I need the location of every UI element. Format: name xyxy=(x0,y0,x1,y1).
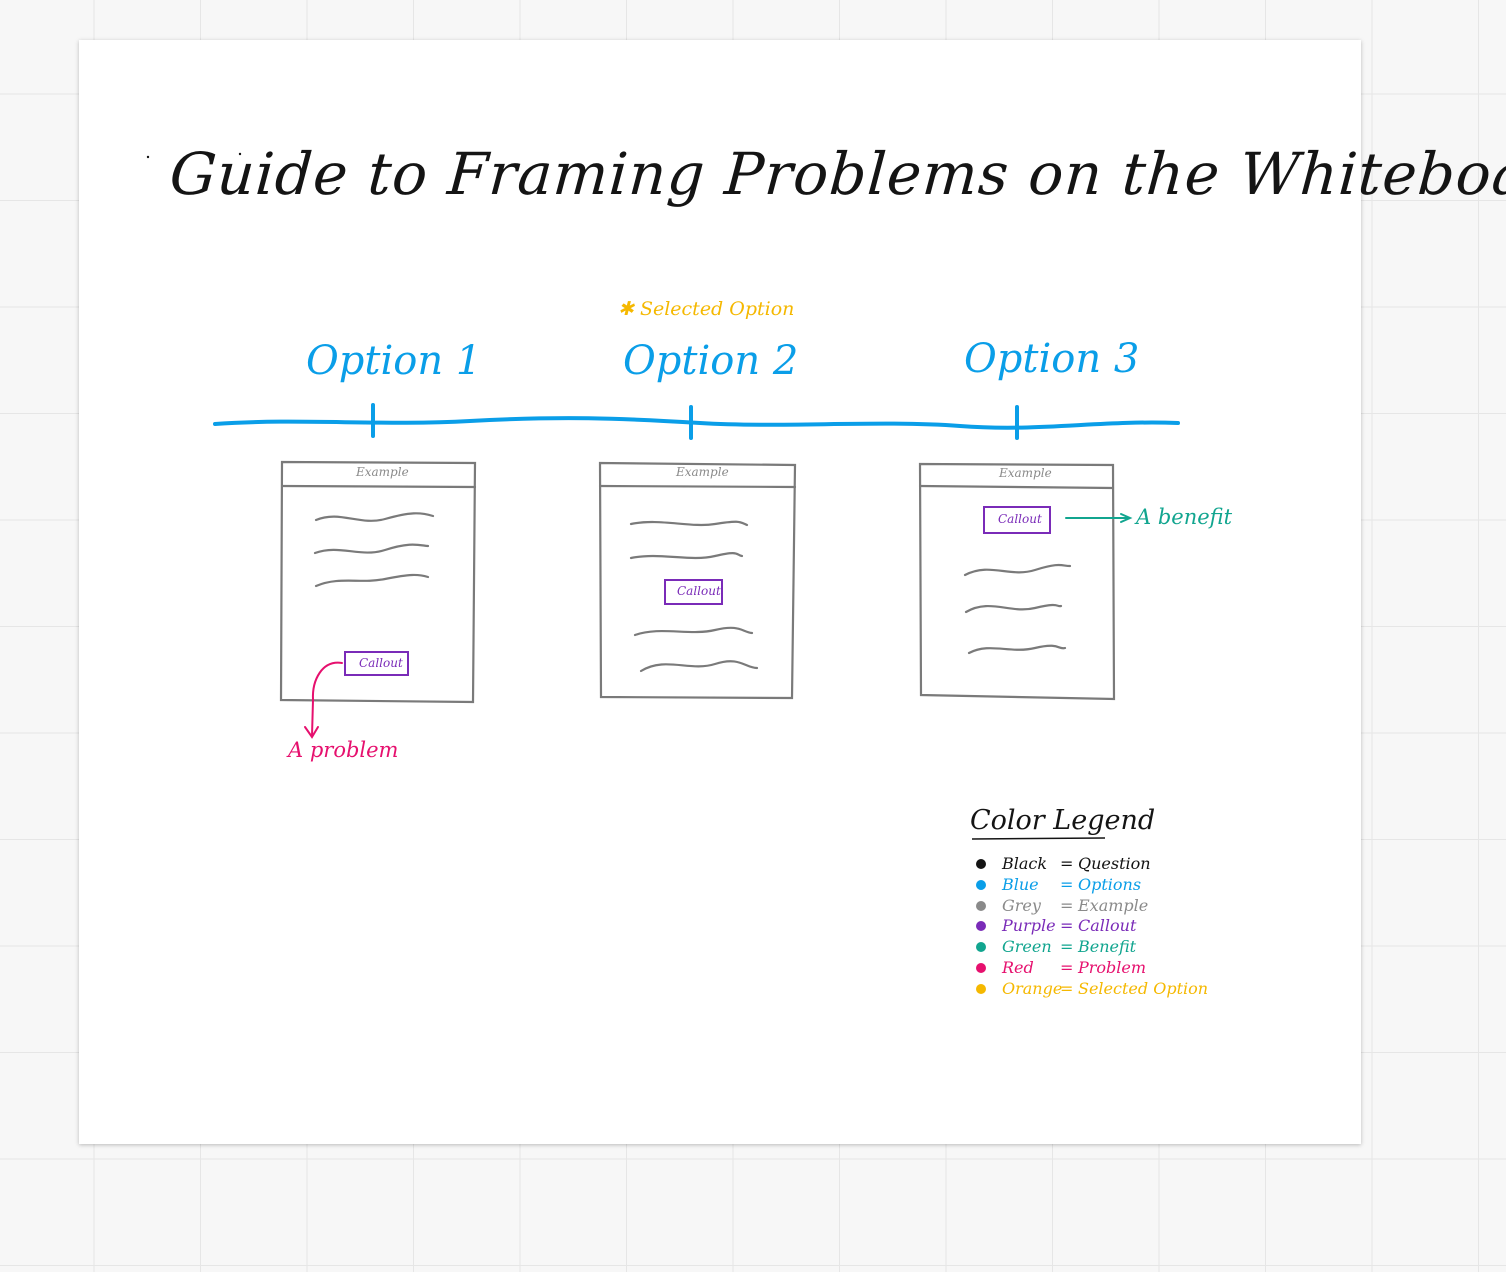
legend-dot-icon xyxy=(976,963,986,973)
example-frame-2 xyxy=(598,461,797,700)
legend-color-name: Purple xyxy=(1002,916,1056,936)
legend-equals: = xyxy=(1060,854,1074,873)
callout-3-label: Callout xyxy=(998,512,1042,526)
benefit-annotation: A benefit xyxy=(1136,505,1233,529)
legend-dot-icon xyxy=(976,983,986,994)
callout-box-2 xyxy=(664,579,723,605)
example-frame-3 xyxy=(918,462,1116,701)
legend-equals: = xyxy=(1060,978,1074,998)
legend-meaning: Callout xyxy=(1078,916,1137,936)
callout-box-3 xyxy=(983,506,1051,534)
legend-meaning: Problem xyxy=(1078,958,1147,977)
example-3-label: Example xyxy=(999,466,1052,480)
legend-dot-icon xyxy=(976,921,986,932)
legend-dot-icon xyxy=(976,900,986,911)
legend-equals: = xyxy=(1060,895,1074,915)
legend-color-name: Black xyxy=(1002,854,1048,873)
legend-dot-icon xyxy=(976,942,986,953)
stray-dot xyxy=(146,155,150,159)
legend-color-name: Blue xyxy=(1002,874,1039,894)
option-3-label: Option 3 xyxy=(964,336,1140,382)
legend-meaning: Example xyxy=(1078,895,1149,915)
whiteboard-canvas[interactable] xyxy=(79,40,1361,1144)
legend-meaning: Selected Option xyxy=(1078,978,1209,998)
legend-color-name: Red xyxy=(1002,958,1034,977)
legend-meaning: Benefit xyxy=(1078,937,1137,957)
callout-2-label: Callout xyxy=(677,584,721,598)
selected-option-note: ✱ Selected Option xyxy=(618,298,795,320)
benefit-arrowhead xyxy=(1120,513,1133,523)
legend-dot-icon xyxy=(976,859,986,869)
stray-dot xyxy=(238,152,242,156)
problem-annotation: A problem xyxy=(288,738,399,762)
legend-color-name: Orange xyxy=(1002,978,1063,998)
option-2-label: Option 2 xyxy=(623,338,799,384)
legend-color-name: Grey xyxy=(1002,895,1041,915)
legend-dot-icon xyxy=(976,879,986,890)
example-2-label: Example xyxy=(676,465,729,479)
legend-equals: = xyxy=(1060,916,1074,936)
option-1-label: Option 1 xyxy=(306,338,482,384)
legend-title: Color Legend xyxy=(970,805,1156,836)
legend-meaning: Options xyxy=(1078,874,1142,894)
callout-box-1 xyxy=(344,651,409,676)
problem-arrow xyxy=(311,661,343,737)
example-frame-1 xyxy=(279,460,477,704)
legend-meaning: Question xyxy=(1078,854,1151,873)
legend-color-name: Green xyxy=(1002,937,1052,957)
callout-1-label: Callout xyxy=(359,656,403,670)
legend-equals: = xyxy=(1060,937,1074,957)
whiteboard-title: Guide to Framing Problems on the Whitebo… xyxy=(167,140,1506,208)
legend-equals: = xyxy=(1060,874,1074,894)
problem-arrowhead xyxy=(304,726,319,739)
legend-equals: = xyxy=(1060,958,1074,977)
example-1-label: Example xyxy=(356,465,409,479)
timeline-line xyxy=(213,416,1180,430)
legend-title-underline xyxy=(971,837,1106,840)
